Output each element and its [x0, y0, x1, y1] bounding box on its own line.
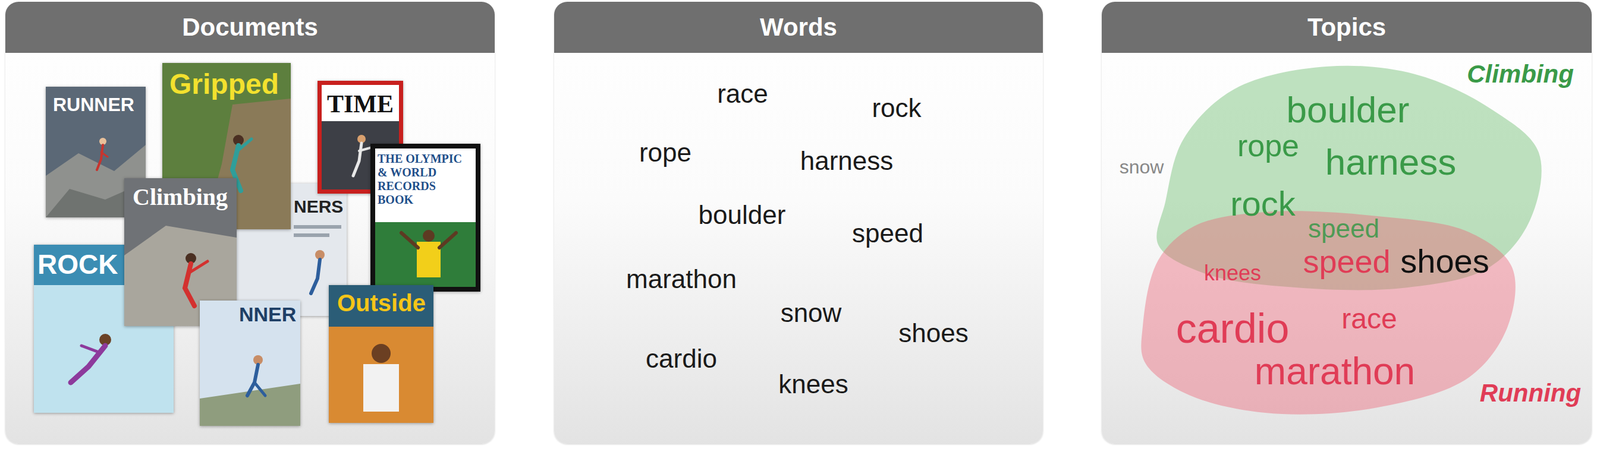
cover-shape	[422, 230, 435, 242]
panel-title: Words	[759, 13, 838, 42]
cover-shape	[101, 152, 108, 157]
cover-masthead: NERS	[293, 197, 344, 216]
magazine-cover: Outside	[328, 285, 434, 424]
cover-shape	[359, 147, 373, 152]
cover-shape	[375, 222, 476, 288]
topic-name: Running	[1479, 381, 1581, 407]
cover-masthead: NNER	[239, 304, 297, 325]
cover-shape	[416, 241, 441, 278]
panel-header: Topics	[1101, 1, 1592, 53]
cover-shape	[353, 143, 362, 176]
word-label: rock	[871, 95, 921, 122]
topic-shape	[1140, 211, 1516, 415]
word-label: cardio	[645, 346, 718, 373]
panel: TopicsClimbingboulderropeharnessrockspee…	[1101, 1, 1592, 445]
word-label: race	[717, 80, 769, 108]
word-label: rope	[639, 139, 692, 166]
panel: DocumentsNERS TIME THE OLYMPIC & WORLD REC…	[5, 1, 495, 445]
cover-shape	[363, 364, 399, 413]
topic-word: knees	[1204, 262, 1262, 285]
word-label: marathon	[626, 266, 737, 293]
topic-word: speed	[1302, 245, 1391, 278]
cover-shape	[310, 259, 320, 294]
word-label: snow	[780, 300, 842, 327]
cover-masthead: Climbing	[132, 185, 228, 210]
word-label: shoes	[1400, 244, 1489, 279]
word-label: shoes	[898, 320, 968, 347]
cover-shape	[375, 148, 476, 288]
word-label: snow	[1119, 157, 1165, 177]
cover-shape	[70, 346, 106, 383]
cover-masthead: Gripped	[169, 70, 279, 99]
cover-shape	[188, 261, 208, 274]
cover-shape	[81, 346, 101, 354]
cover-shape	[328, 285, 434, 424]
word-label: harness	[800, 148, 894, 175]
topic-name: Climbing	[1466, 61, 1574, 87]
cover-shape	[293, 233, 330, 238]
cover-masthead: THE OLYMPIC & WORLD RECORDS BOOK	[377, 152, 474, 207]
word-label: boulder	[698, 202, 787, 229]
cover-masthead: ROCK	[37, 250, 118, 279]
panel-header: Words	[554, 1, 1043, 53]
panel: Words race rock rope harness boulder speed mara…	[554, 1, 1043, 445]
panel-header: Documents	[5, 1, 495, 53]
topic-word: rope	[1237, 130, 1300, 162]
topic-word: marathon	[1254, 352, 1416, 391]
cover-shape	[247, 365, 259, 396]
cover-shape	[371, 344, 391, 364]
cover-shape	[254, 382, 266, 396]
topic-word: boulder	[1286, 91, 1410, 129]
magazine-cover: THE OLYMPIC & WORLD RECORDS BOOK	[370, 143, 481, 292]
topic-word: harness	[1325, 143, 1457, 181]
topic-word: speed	[1308, 215, 1380, 242]
word-label: speed	[852, 220, 924, 247]
cover-shape	[96, 145, 103, 171]
panel-title: Documents	[181, 13, 319, 42]
cover-shape	[401, 233, 418, 248]
cover-shape	[199, 300, 301, 427]
topic-word: cardio	[1176, 307, 1290, 350]
cover-shape	[236, 139, 252, 153]
magazine-cover: NNER	[199, 300, 301, 427]
word-label: knees	[778, 371, 848, 398]
cover-masthead: TIME	[327, 91, 394, 117]
cover-shape	[439, 233, 457, 248]
cover-shape	[370, 143, 481, 292]
topic-word: rock	[1230, 186, 1296, 222]
cover-masthead: Outside	[337, 291, 426, 316]
cover-masthead: RUNNER	[52, 95, 135, 115]
cover-shape	[293, 225, 342, 229]
panel-title: Topics	[1307, 13, 1386, 42]
topic-word: race	[1341, 305, 1397, 334]
cover-shape	[328, 327, 434, 424]
